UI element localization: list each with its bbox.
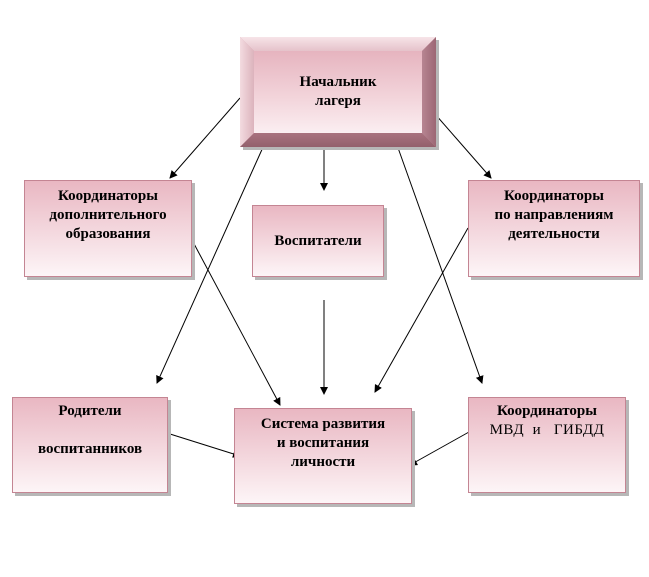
arrow-coord-napr-to-system bbox=[374, 227, 469, 393]
coordinators-directions-box: Координаторы по направлениям деятельност… bbox=[468, 180, 640, 277]
arrow-coord-dop-to-system bbox=[191, 239, 281, 406]
coord-napr-line-1: Координаторы bbox=[504, 188, 604, 204]
coord-dop-line-2: дополнительного bbox=[49, 207, 167, 223]
system-line-3: личности bbox=[290, 454, 356, 470]
arrow-head-to-coord-mvd bbox=[396, 144, 484, 384]
head-of-camp-box: Начальник лагеря bbox=[240, 37, 436, 147]
parents-box: Родители воспитанников bbox=[12, 397, 168, 493]
coordinators-additional-education-box: Координаторы дополнительного образования bbox=[24, 180, 192, 277]
arrow-head-to-parents bbox=[156, 144, 265, 384]
personality-development-system-box: Система развития и воспитания личности bbox=[234, 408, 412, 504]
parents-line-1: Родители bbox=[58, 403, 122, 419]
head-line-1: Начальник bbox=[299, 74, 377, 90]
coord-napr-line-2: по направлениям bbox=[494, 207, 614, 223]
head-of-camp-label: Начальник лагеря bbox=[254, 51, 422, 133]
coord-dop-line-1: Координаторы bbox=[58, 188, 158, 204]
coord-dop-line-3: образования bbox=[65, 226, 151, 242]
mvd-line-2: МВД и ГИБДД bbox=[489, 422, 605, 438]
coordinators-mvd-gibdd-box: Координаторы МВД и ГИБДД bbox=[468, 397, 626, 493]
arrow-head-to-coord-dop bbox=[169, 97, 241, 179]
educators-label: Воспитатели bbox=[274, 232, 362, 249]
mvd-line-1: Координаторы bbox=[497, 403, 597, 419]
system-line-1: Система развития bbox=[260, 416, 386, 432]
educators-box: Воспитатели bbox=[252, 205, 384, 277]
system-line-2: и воспитания bbox=[276, 435, 370, 451]
arrow-mvd-to-system bbox=[409, 431, 470, 466]
parents-line-2: воспитанников bbox=[37, 441, 143, 457]
arrow-parents-to-system bbox=[169, 433, 241, 458]
coord-napr-line-3: деятельности bbox=[508, 226, 600, 242]
head-line-2: лагеря bbox=[315, 93, 361, 109]
